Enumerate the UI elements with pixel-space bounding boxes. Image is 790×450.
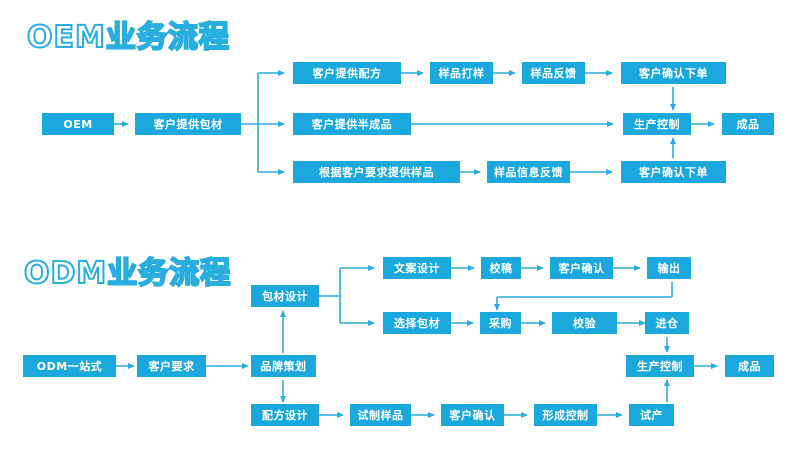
odm-node-production-control[interactable]: 生产控制 — [626, 355, 694, 377]
oem-node-production-control[interactable]: 生产控制 — [623, 113, 691, 135]
odm-node-formula-design[interactable]: 配方设计 — [251, 404, 319, 426]
odm-node-finished-product[interactable]: 成品 — [725, 355, 774, 377]
odm-node-trial-sample[interactable]: 试制样品 — [350, 404, 411, 426]
odm-node-customer-confirm-bottom[interactable]: 客户确认 — [441, 404, 504, 426]
odm-node-copywriting-design[interactable]: 文案设计 — [383, 257, 451, 279]
odm-node-purchase[interactable]: 采购 — [480, 312, 521, 334]
oem-node-sample-proofing[interactable]: 样品打样 — [430, 62, 493, 84]
odm-node-select-packaging[interactable]: 选择包材 — [383, 312, 451, 334]
odm-section-title: ODM业务流程 — [23, 255, 232, 292]
oem-node-packaging[interactable]: 客户提供包材 — [135, 113, 241, 135]
odm-node-form-control[interactable]: 形成控制 — [534, 404, 597, 426]
odm-node-output[interactable]: 输出 — [647, 257, 691, 279]
oem-node-customer-semifinished[interactable]: 客户提供半成品 — [293, 113, 411, 135]
oem-node-customer-confirm-order-bottom[interactable]: 客户确认下单 — [621, 161, 726, 183]
odm-node-proofreading[interactable]: 校稿 — [481, 257, 521, 279]
oem-node-sample-feedback[interactable]: 样品反馈 — [522, 62, 585, 84]
odm-node-brand-planning[interactable]: 品牌策划 — [251, 355, 316, 377]
odm-node-customer-requirement[interactable]: 客户要求 — [137, 355, 206, 377]
oem-node-customer-confirm-order-top[interactable]: 客户确认下单 — [621, 62, 726, 84]
oem-node-start[interactable]: OEM — [42, 113, 114, 135]
oem-section-title: OEM业务流程 — [26, 19, 230, 56]
odm-node-customer-confirm-top[interactable]: 客户确认 — [550, 257, 613, 279]
odm-node-trial-production[interactable]: 试产 — [629, 404, 674, 426]
oem-node-finished-product[interactable]: 成品 — [722, 113, 774, 135]
oem-node-sample-per-request[interactable]: 根据客户要求提供样品 — [293, 161, 460, 183]
oem-node-customer-formula[interactable]: 客户提供配方 — [293, 62, 401, 84]
odm-node-warehouse-in[interactable]: 进仓 — [645, 312, 689, 334]
odm-node-start[interactable]: ODM一站式 — [23, 355, 116, 377]
odm-node-verification[interactable]: 校验 — [552, 312, 617, 334]
oem-node-sample-info-feedback[interactable]: 样品信息反馈 — [487, 161, 570, 183]
odm-node-package-design[interactable]: 包材设计 — [251, 285, 319, 307]
